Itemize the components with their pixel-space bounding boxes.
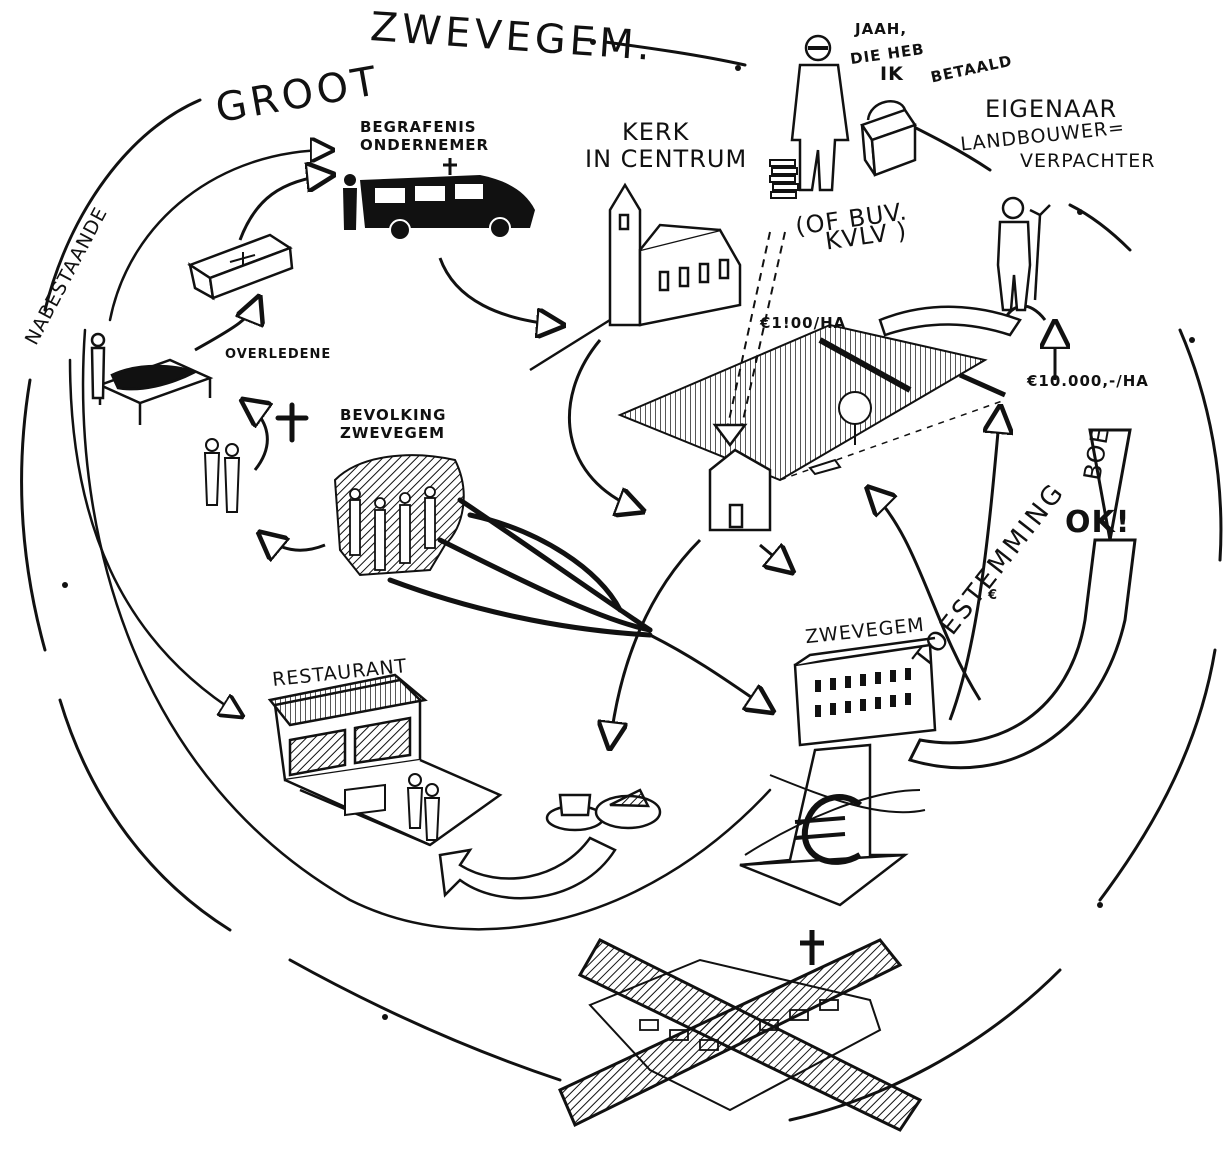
label-begrafenis: BEGRAFENIS [360, 118, 477, 136]
label-ondernemer: ONDERNEMER [360, 136, 490, 154]
crowd-flow-lines [387, 497, 770, 710]
money-crate-icon [860, 100, 917, 177]
crowd-figures [333, 454, 465, 577]
undertaker-figure [343, 174, 357, 230]
coffin-icon [187, 233, 294, 301]
boundary-dots [62, 39, 1195, 1020]
flow-arrows-left [194, 175, 330, 550]
inner-loop [68, 150, 772, 931]
hearse-icon [360, 158, 535, 241]
label-price-high: €10.000,-/HA [1027, 372, 1149, 390]
label-verpachter: VERPACHTER [1020, 150, 1156, 172]
man-in-suit-figure [790, 34, 850, 192]
coffee-cake-icon [545, 788, 662, 832]
label-bevolking: BEVOLKING [340, 406, 447, 424]
outer-boundary [20, 40, 1223, 1122]
permission-banner [907, 428, 1137, 770]
euro-cross-lines [744, 774, 926, 856]
deathbed-icon [90, 332, 214, 425]
euro-down-arrow [739, 743, 909, 907]
label-price-low: €1!00/HA [760, 314, 847, 332]
label-in-centrum: IN CENTRUM [585, 145, 748, 173]
cross-icon [275, 402, 309, 443]
town-hall-icon [793, 636, 937, 747]
payment-dashed-arrow [727, 231, 786, 426]
farmer-figure [996, 196, 1051, 312]
label-overledene: OVERLEDENE [225, 347, 332, 362]
label-kerk: KERK [622, 118, 690, 146]
church-icon [529, 182, 742, 372]
return-arrow [438, 836, 617, 900]
mourners-figures [203, 438, 241, 513]
restaurant-icon [267, 673, 503, 847]
cemetery-crossed-out [558, 930, 923, 1132]
farmland-field [617, 323, 1007, 482]
rent-arrow [878, 305, 1022, 337]
money-stack-icon [769, 159, 799, 199]
label-ik: IK [880, 63, 904, 85]
label-euro-small: € [988, 588, 999, 603]
label-ok: OK! [1065, 505, 1131, 540]
label-eigenaar: EIGENAAR [985, 95, 1118, 123]
restaurant-guests [344, 773, 441, 841]
label-jaah: JAAH, [855, 20, 908, 38]
chapel-icon [708, 423, 772, 532]
label-bevolking-zwevegem: ZWEVEGEM [340, 424, 446, 442]
